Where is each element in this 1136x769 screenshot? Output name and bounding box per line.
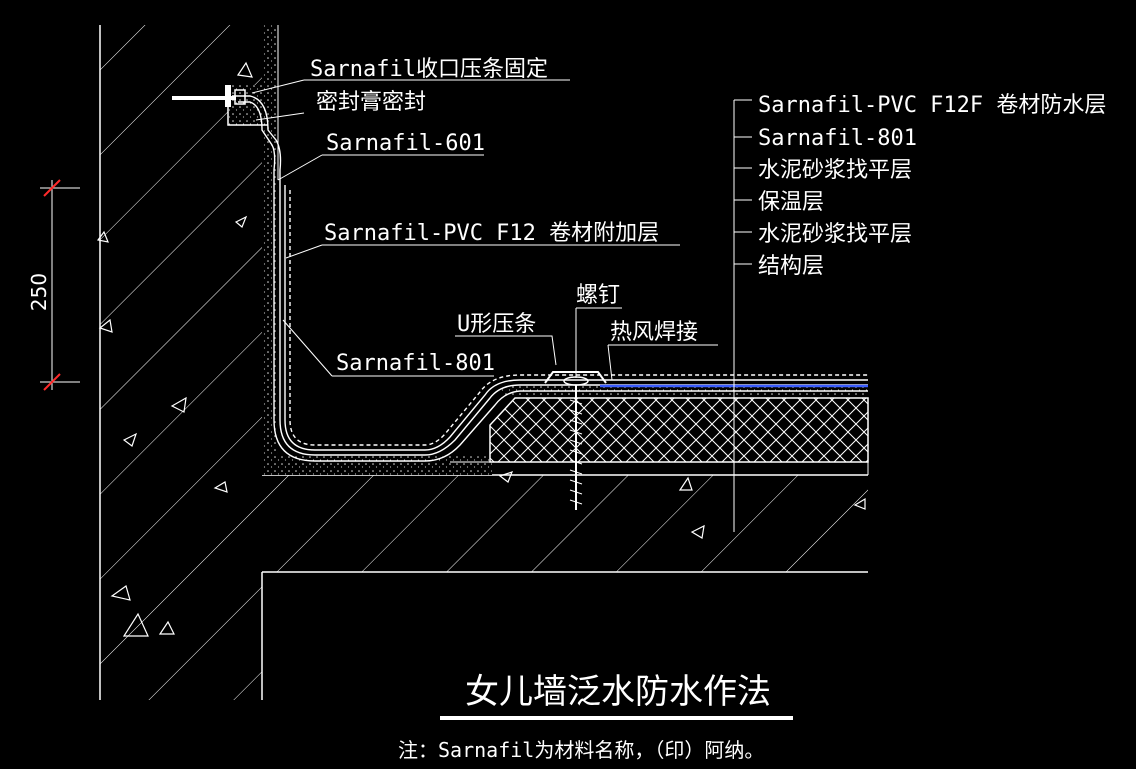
drawing-title: 女儿墙泛水防水作法: [465, 672, 771, 712]
label-sarnafil-601: Sarnafil-601: [326, 131, 485, 156]
dimension-value: 250: [27, 273, 51, 311]
label-u-strip: U形压条: [457, 312, 536, 337]
aggregate-symbols: [96, 61, 866, 637]
layer-4: 保温层: [758, 190, 824, 215]
termination-fixing: [172, 85, 246, 107]
layer-6: 结构层: [758, 254, 824, 279]
label-fix-strip: Sarnafil收口压条固定: [310, 57, 548, 82]
insulation-layer: [450, 384, 869, 475]
leader-lines: [251, 79, 752, 532]
label-sarnafil-801-left: Sarnafil-801: [336, 351, 495, 376]
layer-1: Sarnafil-PVC F12F 卷材防水层: [758, 93, 1106, 118]
label-hot-air-weld: 热风焊接: [610, 320, 698, 345]
membrane-layers: [232, 95, 868, 462]
callout-labels: Sarnafil收口压条固定 密封膏密封 Sarnafil-601 Sarnaf…: [310, 57, 698, 376]
layer-2: Sarnafil-801: [758, 126, 917, 151]
drawing-note: 注：Sarnafil为材料名称，（印）阿纳。: [398, 738, 764, 762]
dimension-250: 250: [27, 179, 80, 391]
label-sealant: 密封膏密封: [316, 90, 426, 115]
layer-5: 水泥砂浆找平层: [758, 222, 912, 247]
label-screw: 螺钉: [576, 283, 620, 308]
layer-3: 水泥砂浆找平层: [758, 158, 912, 183]
label-pvc-f12: Sarnafil-PVC F12 卷材附加层: [324, 221, 659, 246]
layer-list: Sarnafil-PVC F12F 卷材防水层 Sarnafil-801 水泥砂…: [758, 93, 1106, 279]
